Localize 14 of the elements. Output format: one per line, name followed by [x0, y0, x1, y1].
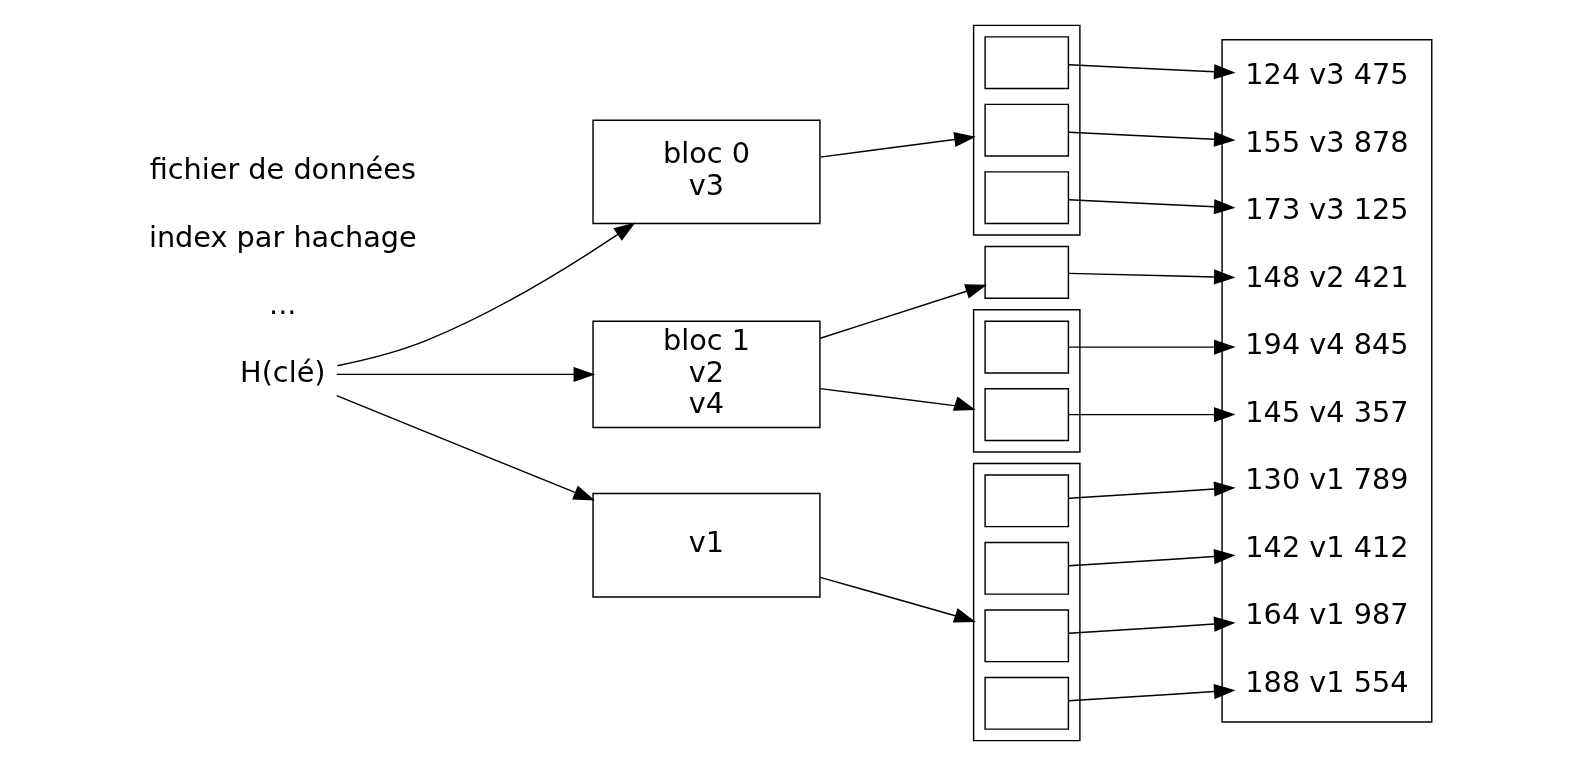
- node-text: 130 v1 789: [1244, 462, 1408, 497]
- node-text: 164 v1 987: [1244, 597, 1408, 632]
- node-text: 148 v2 421: [1244, 259, 1408, 294]
- node-text: 145 v4 357: [1244, 394, 1408, 429]
- label: index par hachage: [148, 219, 417, 254]
- label: fichier de données: [149, 152, 416, 187]
- label: ...: [268, 287, 296, 322]
- node-text: 173 v3 125: [1244, 192, 1408, 227]
- node-text: 188 v1 554: [1244, 664, 1408, 699]
- node-text: 142 v1 412: [1244, 529, 1408, 564]
- node-text: 124 v3 475: [1244, 57, 1408, 92]
- node-text: H(clé): [239, 354, 326, 389]
- node-text: 155 v3 878: [1244, 124, 1408, 159]
- node-text: 194 v4 845: [1244, 327, 1408, 362]
